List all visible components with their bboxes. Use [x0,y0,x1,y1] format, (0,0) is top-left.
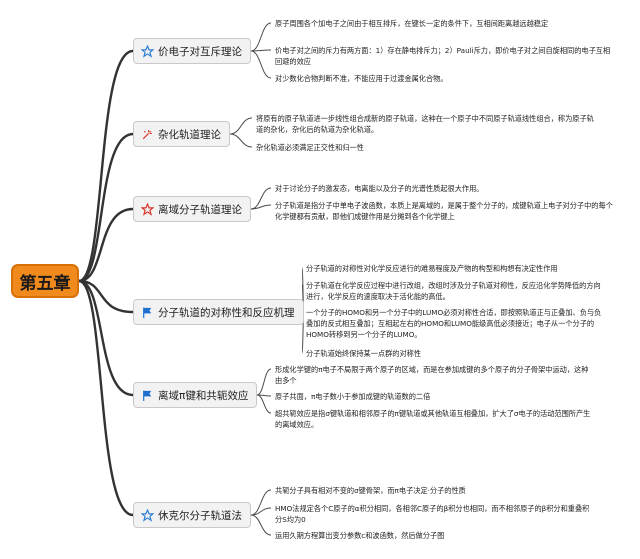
leaf: 对少数化合物判断不准，不能应用于过渡金属化合物。 [275,74,448,83]
branch-line [78,132,134,283]
leaf-line [250,489,272,516]
topic-label: 离域分子轨道理论 [158,203,242,216]
star-outline-red-icon [140,202,154,216]
leaf: HMO法规定各个C原子的α积分相同，各相邻C原子的β积分也相同，而不相邻原子的β… [275,504,590,524]
star-outline-blue-icon [140,508,154,522]
topic-label: 分子轨道的对称性和反应机理 [158,306,295,319]
topic-label: 休克尔分子轨道法 [158,509,242,522]
topic-symmetry-mechanism[interactable]: 分子轨道的对称性和反应机理 [133,299,304,325]
leaf-line [256,368,272,396]
leaf: 形成化学键的π电子不局限于两个原子的区域，而是在参加成键的多个原子的分子骨架中运… [275,365,589,385]
leaf-line [250,22,272,52]
leaf: 一个分子的HOMO和另一个分子中的LUMO必须对称性合适，即按照轨道正与正叠加、… [306,308,602,339]
leaf: 超共轭效应是指σ键轨道和相邻原子的π键轨道或其他轨道互相叠加，扩大了σ电子的活动… [275,409,591,429]
root-label: 第五章 [19,273,71,294]
leaf-line [250,507,272,516]
topic-label: 价电子对互斥理论 [158,45,242,58]
leaf-line [229,117,253,135]
flag-blue-icon [140,305,154,319]
topic-huckel-mo[interactable]: 休克尔分子轨道法 [133,502,251,528]
leaf: 运用久期方程算出变分参数c和波函数，然后做分子图 [275,531,445,540]
leaf: 分子轨道是指分子中单电子波函数，本质上是离域的，是属于整个分子的，成键轨道上电子… [275,201,613,221]
sparkle-red-icon [140,127,154,141]
branch-line [78,279,134,314]
topic-pi-conjugation[interactable]: 离域π键和共轭效应 [133,382,258,408]
leaf: 将原有的原子轨道进一步线性组合成新的原子轨道，这种在一个原子中不同原子轨道线性组… [256,114,594,134]
branch-line [78,279,134,517]
leaf-line [301,311,305,354]
flag-blue-icon [140,388,154,402]
leaf-line [250,187,272,210]
branch-line [78,279,134,397]
topic-vsepr[interactable]: 价电子对互斥理论 [133,38,251,64]
leaf: 原子共面，π电子数小于参加成键的轨道数的二倍 [275,392,431,401]
topic-label: 杂化轨道理论 [158,128,221,141]
leaf: 分子轨道始终保持某一点群的对称性 [306,349,422,358]
root-node[interactable]: 第五章 [11,264,79,298]
leaf: 价电子对之间的斥力有两方面：1）存在静电排斥力；2）Pauli斥力，即价电子对之… [275,46,611,66]
leaf: 杂化轨道必须满足正交性和归一性 [256,143,364,152]
topic-label: 离域π键和共轭效应 [158,389,249,402]
leaf-line [301,284,305,313]
branch-line [78,207,134,283]
leaf: 原子周围各个加电子之间由于相互排斥，在键长一定的条件下，互相间距离越远越稳定 [275,19,549,28]
topic-hybrid-orbital[interactable]: 杂化轨道理论 [133,121,230,147]
leaf: 共轭分子具有相对不变的σ键骨架，而π电子决定·分子的性质 [275,486,466,495]
leaf-line [250,204,272,210]
topic-delocalized-mo[interactable]: 离域分子轨道理论 [133,196,251,222]
leaf-line [256,394,272,414]
leaf-line [250,50,272,79]
leaf: 分子轨道在化学反应过程中进行改组，改组时涉及分子轨道对称性，反应沿化学势降低的方… [306,281,601,301]
star-outline-blue-icon [140,44,154,58]
branch-line [78,49,134,283]
leaf-line [229,133,253,148]
leaf-line [250,514,272,536]
leaf: 分子轨道的对称性对化学反应进行的难易程度及产物的构型和构想有决定性作用 [306,264,558,273]
leaf: 对于讨论分子的激发态，电离能以及分子的光谱性质起很大作用。 [275,184,484,193]
